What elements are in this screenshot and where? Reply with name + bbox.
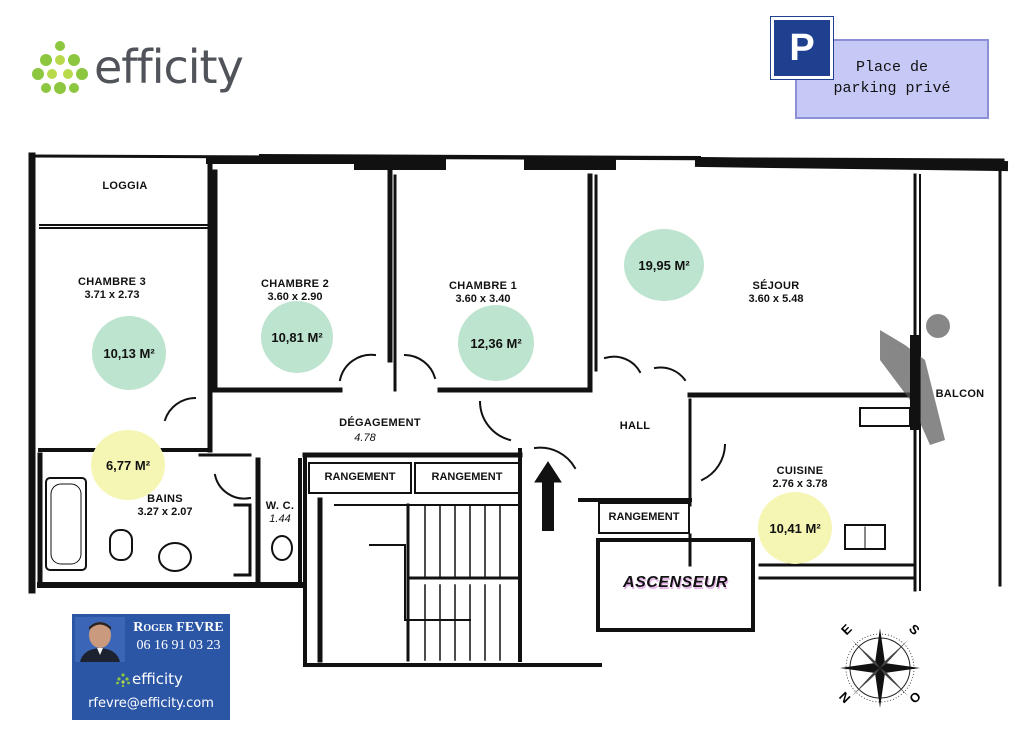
agent-avatar <box>75 617 125 662</box>
degagement-note: 4.78 <box>354 432 376 444</box>
hall-label: HALL <box>619 420 651 432</box>
parking-line2: parking privé <box>833 80 951 97</box>
chambre2-dims: 3.60 x 2.90 <box>267 291 323 303</box>
agent-logo-dots-icon <box>116 673 130 687</box>
chambre1-label: CHAMBRE 1 <box>448 280 518 292</box>
agent-card: Roger FEVRE 06 16 91 03 23 efficity rfev… <box>72 614 230 720</box>
parking-sign-icon: P <box>770 16 834 80</box>
cuisine-area-badge: 10,41 M² <box>758 492 832 564</box>
parking-line1: Place de <box>855 59 928 76</box>
wc-label: W. C. <box>265 500 295 512</box>
chambre2-label: CHAMBRE 2 <box>260 278 330 290</box>
chambre2-area-badge: 10,81 M² <box>261 301 333 373</box>
sejour-label: SÉJOUR <box>752 280 800 292</box>
chambre3-label: CHAMBRE 3 <box>77 276 147 288</box>
cuisine-dims: 2.76 x 3.78 <box>772 478 828 490</box>
sejour-area-badge: 19,95 M² <box>624 229 704 301</box>
agent-email[interactable]: rfevre@efficity.com <box>88 696 214 711</box>
logo-wordmark: efficity <box>94 40 244 94</box>
bains-label: BAINS <box>147 493 183 505</box>
sejour-dims: 3.60 x 5.48 <box>748 293 804 305</box>
efficity-logo: efficity <box>32 36 302 106</box>
ascenseur-label: ASCENSEUR <box>623 574 728 591</box>
degagement-label: DÉGAGEMENT <box>339 417 421 429</box>
rangement-box-2: RANGEMENT <box>414 462 520 494</box>
rangement-box-1: RANGEMENT <box>308 462 412 494</box>
chambre3-dims: 3.71 x 2.73 <box>84 289 140 301</box>
chambre3-area-badge: 10,13 M² <box>92 316 166 390</box>
agent-phone: 06 16 91 03 23 <box>136 638 221 653</box>
agent-brand-logo: efficity <box>116 670 216 690</box>
agent-brand-text: efficity <box>132 670 183 688</box>
agent-name: Roger FEVRE <box>133 620 224 635</box>
rangement-box-3: RANGEMENT <box>598 502 690 534</box>
bains-dims: 3.27 x 2.07 <box>137 506 193 518</box>
cuisine-label: CUISINE <box>776 465 824 477</box>
compass-rose-icon <box>840 628 920 708</box>
loggia-label: LOGGIA <box>102 180 148 192</box>
logo-dots-icon <box>32 41 88 94</box>
bains-area-badge: 6,77 M² <box>91 430 165 500</box>
balcon-label: BALCON <box>935 388 985 400</box>
wc-note: 1.44 <box>269 513 291 525</box>
chambre1-area-badge: 12,36 M² <box>458 305 534 381</box>
chambre1-dims: 3.60 x 3.40 <box>455 293 511 305</box>
